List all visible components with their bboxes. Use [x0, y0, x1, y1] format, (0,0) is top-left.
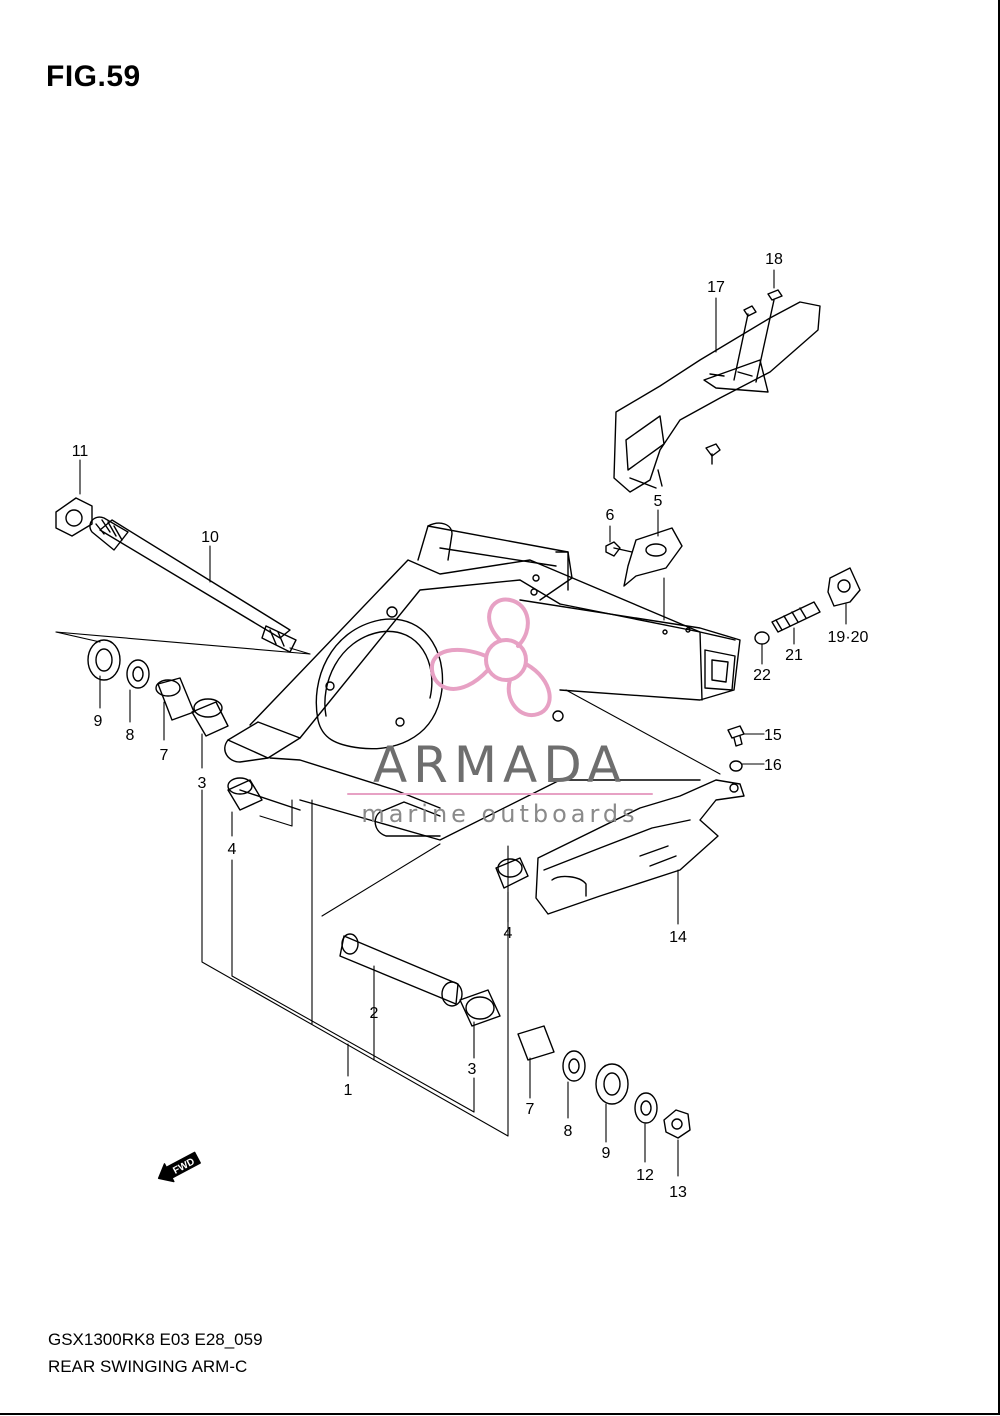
part-label-1: 1 — [344, 1082, 353, 1099]
part-label-7-left: 7 — [160, 747, 169, 764]
model-code: GSX1300RK8 E03 E28_059 — [48, 1330, 263, 1349]
part-label-12: 12 — [636, 1167, 654, 1184]
part-label-3-right: 3 — [468, 1061, 477, 1078]
part-label-6: 6 — [606, 507, 615, 524]
forward-arrow-icon: FWD — [157, 1151, 201, 1183]
watermark-tagline: marine outboards — [361, 800, 638, 828]
part-label-9-right: 9 — [602, 1145, 611, 1162]
part-label-8-left: 8 — [126, 727, 135, 744]
chain-buffer — [535, 779, 745, 915]
leader-lines — [55, 269, 847, 1177]
part-label-18: 18 — [765, 251, 783, 268]
part-label-16: 16 — [764, 757, 782, 774]
part-label-4-right: 4 — [504, 925, 513, 942]
part-label-7-right: 7 — [526, 1101, 535, 1118]
part-number-labels: 1 2 3 3 4 4 5 6 7 7 8 8 9 9 10 11 12 13 … — [72, 251, 869, 1201]
nut-part-11 — [55, 497, 93, 537]
armada-propeller-logo — [429, 597, 552, 718]
bolt-parts-15-16 — [727, 725, 745, 772]
part-label-19-20: 19·20 — [828, 629, 869, 646]
part-label-22: 22 — [753, 667, 771, 684]
swing-arm-body — [224, 522, 741, 841]
armada-watermark: ARMADA marine outboards — [347, 736, 653, 828]
part-label-10: 10 — [201, 529, 219, 546]
section-name: REAR SWINGING ARM-C — [48, 1357, 248, 1376]
lower-bearings — [339, 933, 691, 1139]
watermark-name: ARMADA — [373, 736, 627, 794]
part-label-8-right: 8 — [564, 1123, 573, 1140]
part-label-21: 21 — [785, 647, 803, 664]
part-label-17: 17 — [707, 279, 725, 296]
fwd-label: FWD — [171, 1156, 196, 1176]
adjuster-parts — [754, 567, 861, 645]
part-label-4-left: 4 — [228, 841, 237, 858]
chain-guard — [613, 289, 821, 493]
part-label-9-left: 9 — [94, 713, 103, 730]
part-label-13: 13 — [669, 1184, 687, 1201]
pivot-shaft — [89, 516, 297, 653]
part-label-5: 5 — [654, 493, 663, 510]
left-side-bearings — [87, 639, 529, 889]
part-label-15: 15 — [764, 727, 782, 744]
part-label-11: 11 — [72, 443, 89, 460]
part-label-3-left: 3 — [198, 775, 207, 792]
part-label-2: 2 — [370, 1005, 379, 1022]
part-label-14: 14 — [669, 929, 687, 946]
bracket-part-5 — [605, 527, 683, 587]
figure-title: FIG.59 — [46, 60, 141, 93]
